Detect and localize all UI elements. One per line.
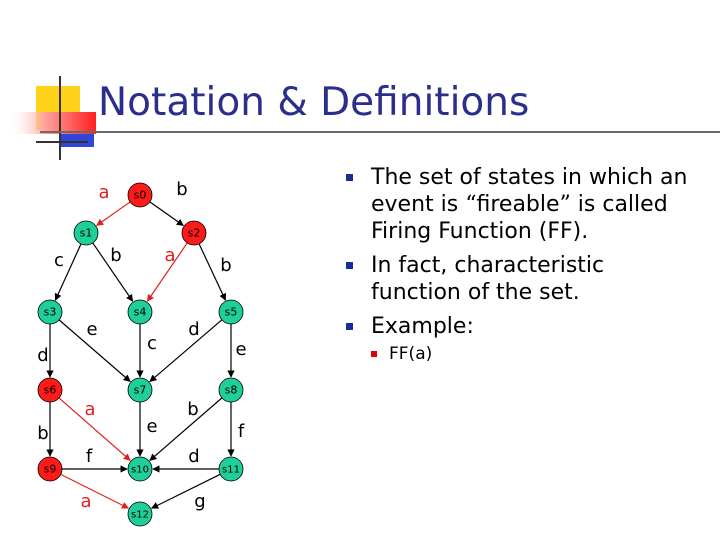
red-square-bullet-icon [371, 351, 377, 357]
state-node-s6: s6 [37, 377, 63, 403]
edge-label-s3-s6: d [37, 345, 48, 366]
sub-bullet-text: FF(a) [389, 344, 433, 364]
edge-s0-s1 [96, 201, 131, 227]
red-gradient-bar [8, 112, 96, 134]
edge-label-s1-s3: c [54, 250, 64, 271]
edge-label-s9-s12: a [80, 491, 91, 512]
state-label: s8 [225, 384, 238, 397]
state-node-s5: s5 [218, 299, 244, 325]
edge-s6-s10 [58, 397, 131, 461]
state-node-s10: s10 [127, 456, 153, 482]
bullet-text-post: is called Firing Function (FF). [371, 192, 668, 244]
state-graph: a b c b a b d e c d e b a e b f f d a g s0 s1 s2 s3 s4 s5 s6 s7 s8 s… [37, 179, 247, 527]
state-label: s1 [80, 227, 93, 240]
edge-label-s11-s10: d [188, 446, 199, 467]
state-label: s4 [134, 306, 147, 319]
bullet-item-example: Example: FF(a) [340, 313, 700, 365]
edge-label-s2-s5: b [220, 255, 231, 276]
state-node-s2: s2 [181, 220, 207, 246]
state-node-s9: s9 [37, 456, 63, 482]
state-circle [218, 299, 244, 325]
state-label: s3 [44, 306, 57, 319]
state-node-s0: s0 [127, 182, 153, 208]
page-title: Notation & Definitions [98, 80, 530, 125]
state-node-s12: s12 [127, 501, 153, 527]
state-label: s11 [222, 465, 240, 476]
edge-label-s0-s1: a [98, 182, 109, 203]
sub-bullet-item: FF(a) [371, 343, 700, 365]
state-label: s6 [44, 384, 57, 397]
bullet-item-firing-function: The set of states in which an event is “… [340, 164, 700, 245]
state-label: s12 [131, 510, 149, 521]
state-circle [181, 220, 207, 246]
edge-label-s8-s11: f [238, 421, 245, 442]
edge-label-s7-s10: e [146, 416, 157, 437]
state-label: s7 [134, 384, 147, 397]
edge-s0-s2 [149, 201, 184, 227]
state-circle [73, 220, 99, 246]
bullet-text: Example: [371, 314, 474, 339]
edge-s11-s12 [151, 473, 221, 509]
edge-s5-s7 [149, 319, 223, 383]
state-circle [127, 377, 153, 403]
state-node-s11: s11 [218, 456, 244, 482]
edge-label-s0-s2: b [176, 179, 187, 200]
edge-label-s5-s8: e [235, 339, 246, 360]
edge-s1-s3 [54, 243, 82, 301]
edge-label-s1-s4: b [110, 245, 121, 266]
state-node-s4: s4 [127, 299, 153, 325]
state-circle [37, 456, 63, 482]
state-label: s9 [44, 463, 57, 476]
state-label: s2 [188, 227, 201, 240]
edge-label-s4-s7: c [147, 333, 157, 354]
state-circle [127, 456, 153, 482]
state-circle [218, 456, 244, 482]
edge-s9-s12 [60, 473, 130, 509]
state-label: s5 [225, 306, 238, 319]
open-quote: “ [465, 192, 477, 217]
state-label: s10 [131, 465, 149, 476]
bullet-text-pre: The set of states in which an event is [371, 165, 688, 217]
bullet-list: The set of states in which an event is “… [340, 164, 700, 372]
edge-label-s9-s10: f [86, 446, 93, 467]
state-node-s3: s3 [37, 299, 63, 325]
state-circle [37, 299, 63, 325]
bullet-text: In fact, characteristic function of the … [371, 253, 605, 305]
edge-label-s3-s7: e [86, 319, 97, 340]
square-bullet-icon [346, 174, 353, 181]
state-node-s7: s7 [127, 377, 153, 403]
square-bullet-icon [346, 323, 353, 330]
close-quote: ” [559, 192, 571, 217]
state-circle [127, 182, 153, 208]
bullet-text-word: fireable [476, 192, 560, 217]
edge-s2-s5 [198, 243, 227, 301]
edge-s2-s4 [146, 242, 188, 302]
state-label: s0 [134, 189, 147, 202]
edge-label-s8-s10: b [187, 399, 198, 420]
edge-s1-s4 [92, 242, 134, 302]
state-circle [127, 299, 153, 325]
edge-label-s6-s10: a [84, 399, 95, 420]
state-node-s1: s1 [73, 220, 99, 246]
bullet-item-characteristic: In fact, characteristic function of the … [340, 252, 700, 306]
title-rule [40, 131, 720, 133]
edge-label-s6-s9: b [37, 423, 48, 444]
title-decoration [8, 76, 96, 160]
edge-label-s5-s7: d [188, 319, 199, 340]
edge-label-s11-s12: g [194, 491, 205, 512]
edge-s3-s7 [58, 319, 131, 382]
state-node-s8: s8 [218, 377, 244, 403]
edge-label-s2-s4: a [164, 245, 175, 266]
state-circle [127, 501, 153, 527]
edge-s8-s10 [149, 397, 223, 461]
square-bullet-icon [346, 262, 353, 269]
state-circle [37, 377, 63, 403]
state-circle [218, 377, 244, 403]
sub-bullet-list: FF(a) [371, 343, 700, 365]
